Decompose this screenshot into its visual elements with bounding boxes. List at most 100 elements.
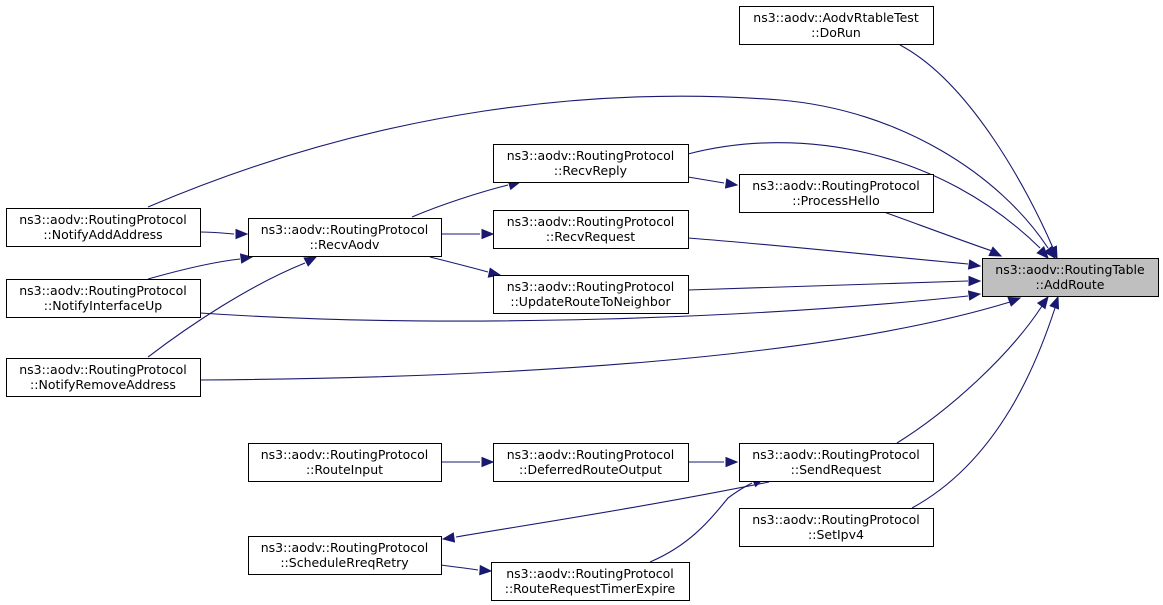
node-label-line2: ::NotifyAddAddress [43, 227, 162, 242]
node-label-line2: ::RecvAodv [310, 237, 380, 252]
arrowhead-icon [481, 456, 495, 468]
node-box [248, 443, 442, 482]
arrowhead-icon [967, 259, 982, 270]
arrowhead-icon [235, 228, 249, 240]
node-label-line2: ::RouteRequestTimerExpire [505, 581, 676, 596]
node-sendrequest[interactable]: ns3::aodv::RoutingProtocol::SendRequest [739, 443, 934, 482]
edge-line [687, 280, 969, 291]
node-label-line2: ::RecvRequest [546, 229, 635, 244]
node-notifyadd[interactable]: ns3::aodv::RoutingProtocol::NotifyAddAdd… [6, 208, 201, 247]
node-deferred[interactable]: ns3::aodv::RoutingProtocol::DeferredRout… [493, 443, 689, 482]
node-label-line1: ns3::aodv::RoutingProtocol [19, 283, 187, 298]
arrowhead-icon [1043, 245, 1056, 260]
node-label-line2: ::UpdateRouteToNeighbor [510, 294, 671, 309]
node-label-line2: ::AddRoute [1036, 277, 1105, 292]
node-label-line1: ns3::aodv::RoutingProtocol [507, 279, 675, 294]
arrowhead-icon [988, 246, 1003, 257]
edge-line [896, 305, 1043, 444]
arrowhead-icon [303, 256, 318, 267]
node-recvreply[interactable]: ns3::aodv::RoutingProtocol::RecvReply [493, 144, 689, 183]
node-label-line1: ns3::aodv::RoutingProtocol [752, 447, 920, 462]
edge-sendrequest-to-target [896, 295, 1049, 444]
node-label-line1: ns3::aodv::RoutingProtocol [261, 447, 429, 462]
node-label-line1: ns3::aodv::RoutingProtocol [752, 512, 920, 527]
arrowhead-icon [1036, 246, 1049, 259]
node-label-line1: ns3::aodv::RoutingProtocol [19, 212, 187, 227]
arrowhead-icon [968, 275, 982, 287]
arrowhead-icon [967, 290, 982, 301]
node-box [6, 358, 201, 397]
node-label-line1: ns3::aodv::RoutingProtocol [507, 148, 675, 163]
node-label-line2: ::SendRequest [791, 462, 882, 477]
node-label-line1: ns3::aodv::RoutingProtocol [507, 447, 675, 462]
node-label-line1: ns3::aodv::RoutingProtocol [507, 214, 675, 229]
edge-line [440, 564, 479, 571]
arrowhead-icon [1007, 296, 1022, 307]
edge-line [199, 295, 969, 322]
node-notifyremove[interactable]: ns3::aodv::RoutingProtocol::NotifyRemove… [6, 358, 201, 397]
node-box [248, 218, 442, 257]
node-box [493, 275, 689, 314]
node-label-line2: ::NotifyRemoveAddress [30, 377, 176, 392]
node-label-line2: ::RecvReply [554, 163, 628, 178]
node-target[interactable]: ns3::aodv::RoutingTable::AddRoute [982, 258, 1159, 297]
edge-line [687, 237, 969, 265]
edge-notifyadd-to-recvaodv [199, 228, 249, 240]
edge-line [649, 482, 753, 563]
arrowhead-icon [481, 228, 495, 240]
edge-recvaodv-to-updateroute [429, 256, 502, 278]
node-recvrequest[interactable]: ns3::aodv::RoutingProtocol::RecvRequest [493, 210, 689, 249]
node-schedule[interactable]: ns3::aodv::RoutingProtocol::ScheduleRreq… [248, 536, 442, 575]
node-label-line1: ns3::aodv::AodvRtableTest [753, 10, 919, 25]
node-label-line1: ns3::aodv::RoutingProtocol [752, 178, 920, 193]
node-routeinput[interactable]: ns3::aodv::RoutingProtocol::RouteInput [248, 443, 442, 482]
node-label-line1: ns3::aodv::RoutingProtocol [261, 222, 429, 237]
node-notifyif[interactable]: ns3::aodv::RoutingProtocol::NotifyInterf… [6, 279, 201, 318]
node-label-line2: ::NotifyInterfaceUp [44, 298, 162, 313]
edge-line [687, 176, 725, 184]
arrowhead-icon [724, 178, 739, 189]
node-label-line2: ::DeferredRouteOutput [519, 462, 662, 477]
node-recvaodv[interactable]: ns3::aodv::RoutingProtocol::RecvAodv [248, 218, 442, 257]
edge-routeinput-to-deferred [441, 456, 495, 468]
edge-sendrequest-to-schedule [441, 481, 770, 543]
edge-line [147, 262, 306, 358]
edge-line [687, 142, 1041, 249]
node-box [493, 443, 689, 482]
node-timerexpire[interactable]: ns3::aodv::RoutingProtocol::RouteRequest… [491, 562, 690, 601]
edge-line [147, 258, 241, 280]
node-label-line1: ns3::aodv::RoutingTable [995, 262, 1145, 277]
node-box [248, 536, 442, 575]
node-processhello[interactable]: ns3::aodv::RoutingProtocol::ProcessHello [739, 174, 934, 213]
edge-recvaodv-to-recvrequest [441, 228, 495, 240]
node-box [6, 208, 201, 247]
node-box [739, 6, 934, 45]
edge-schedule-to-timerexpire [440, 564, 493, 576]
edge-recvrequest-to-target [687, 237, 982, 270]
edge-updateroute-to-target [687, 275, 982, 291]
node-box [6, 279, 201, 318]
arrowhead-icon [1036, 295, 1049, 310]
edge-line [455, 481, 770, 538]
arrowhead-icon [725, 456, 739, 468]
edge-notifyremove-to-target [199, 296, 1022, 381]
arrowhead-icon [441, 532, 456, 543]
edge-line [429, 256, 489, 273]
edge-line [899, 44, 1054, 249]
edge-deferred-to-sendrequest [688, 456, 739, 468]
node-label-line1: ns3::aodv::RoutingProtocol [261, 540, 429, 555]
node-label-line2: ::RouteInput [306, 462, 383, 477]
edge-processhello-to-target [883, 211, 1003, 257]
edge-line [911, 307, 1056, 509]
node-box [739, 174, 934, 213]
edge-line [147, 95, 1049, 249]
edge-line [411, 184, 509, 218]
node-setipv4[interactable]: ns3::aodv::RoutingProtocol::SetIpv4 [739, 508, 934, 547]
node-updateroute[interactable]: ns3::aodv::RoutingProtocol::UpdateRouteT… [493, 275, 689, 314]
node-box [491, 562, 690, 601]
node-dorun[interactable]: ns3::aodv::AodvRtableTest::DoRun [739, 6, 934, 45]
edge-setipv4-to-target [911, 295, 1060, 509]
arrowhead-icon [1049, 295, 1060, 310]
node-label-line1: ns3::aodv::RoutingProtocol [506, 566, 674, 581]
